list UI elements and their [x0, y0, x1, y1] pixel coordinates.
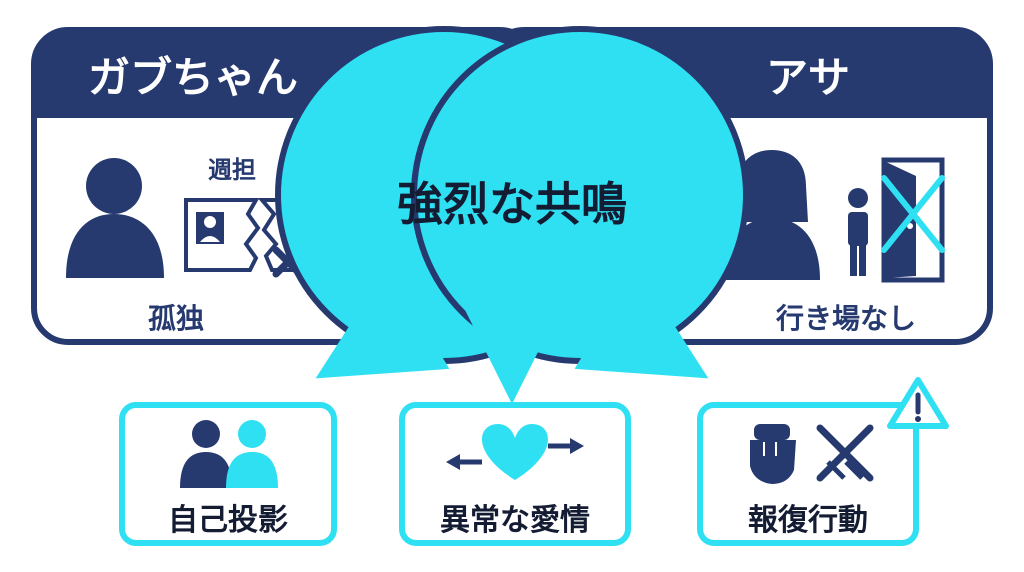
left-panel-title: ガブちゃん [88, 53, 298, 102]
small-person-icon [848, 188, 868, 276]
arrow-right [574, 265, 709, 379]
warning-triangle-icon [887, 377, 949, 429]
door-icon [881, 157, 945, 283]
person-silhouette-icon [66, 158, 164, 278]
woman-silhouette-icon [724, 150, 820, 280]
outcome-box-revenge: 報復行動 [697, 402, 919, 546]
left-label-bottom: 孤独 [148, 302, 204, 335]
outcome-label-1: 自己投影 [168, 503, 288, 538]
outcome-box-self-projection: 自己投影 [119, 402, 337, 546]
crossed-out-icon [881, 175, 945, 253]
center-label: 強烈な共鳴 [397, 177, 627, 231]
right-label-bottom: 行き場なし [775, 302, 916, 335]
left-label-top: 週担 [208, 156, 256, 184]
outcome-arrows [315, 265, 709, 404]
outcome-label-3: 報復行動 [748, 503, 868, 538]
arrow-left [315, 265, 450, 379]
right-panel-title: アサ [766, 53, 850, 102]
outcome-label-2: 異常な愛情 [440, 503, 590, 538]
venn-intersection-outline [411, 29, 610, 361]
two-people-icon [180, 420, 278, 488]
outcome-box-abnormal-love: 異常な愛情 [399, 402, 631, 546]
fist-swords-icon [750, 424, 874, 484]
heart-arrows-icon [446, 424, 584, 480]
